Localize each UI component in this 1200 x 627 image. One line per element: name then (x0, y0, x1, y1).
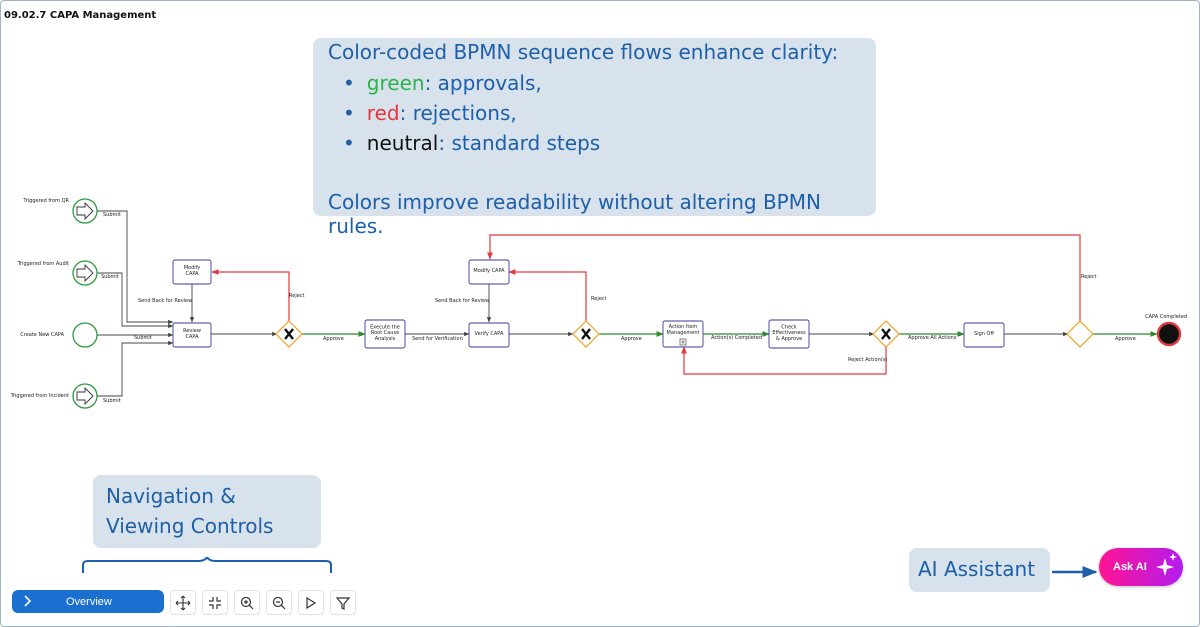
task-modify-capa-2[interactable] (468, 259, 510, 285)
pan-icon (175, 595, 191, 611)
ask-ai-button[interactable]: Ask AI (1099, 548, 1183, 586)
label-approve-all-actions: Approve All Actions (908, 335, 957, 341)
flow-reject-1 (211, 269, 290, 321)
filter-button[interactable] (330, 590, 356, 615)
red-description: : rejections, (399, 101, 517, 125)
label-send-for-verification: Send for Verification (412, 336, 463, 342)
label-submit-create: Submit (134, 335, 152, 341)
bpmn-colors-callout: Color-coded BPMN sequence flows enhance … (313, 38, 876, 238)
label-actions-completed: Action(s) Completed (711, 335, 762, 341)
green-description: : approvals, (424, 71, 542, 95)
overview-label: Overview (66, 596, 112, 608)
flow-qr-to-review (97, 210, 174, 325)
callout-item-green: green: approvals, (343, 68, 600, 98)
flow-reject-final (487, 234, 1081, 321)
callout-heading: Color-coded BPMN sequence flows enhance … (328, 40, 839, 64)
play-button[interactable] (298, 590, 324, 615)
label-approve-2: Approve (621, 336, 642, 342)
flow-reject-actions (681, 346, 887, 375)
label-triggered-audit: Triggered from Audit (17, 261, 69, 267)
task-sign-off[interactable] (963, 322, 1005, 348)
pan-button[interactable] (170, 590, 196, 615)
callout-color-list: green: approvals, red: rejections, neutr… (343, 68, 600, 158)
signal-arrow-icon (76, 386, 94, 406)
exclusive-x-icon (581, 328, 591, 340)
zoom-out-button[interactable] (266, 590, 292, 615)
overview-button[interactable]: Overview (12, 590, 164, 613)
flow-incident-to-review (97, 340, 174, 397)
label-reject-1: Reject (289, 293, 305, 299)
label-reject-2: Reject (591, 296, 607, 302)
flow-reject-2 (508, 269, 587, 321)
fit-view-button[interactable] (202, 590, 228, 615)
green-term: green (366, 71, 425, 95)
label-reject-actions: Reject Action(s) (848, 357, 887, 363)
neutral-term: neutral (366, 131, 439, 155)
navigation-callout-line1: Navigation & (106, 484, 236, 508)
task-verify-capa[interactable] (468, 322, 510, 348)
label-create-new: Create New CAPA (20, 332, 64, 338)
label-submit-incident: Submit (103, 398, 121, 404)
task-sign-off-label: Sign Off (974, 331, 994, 337)
page-title: 09.02.7 CAPA Management (4, 10, 157, 21)
end-event[interactable] (1156, 321, 1182, 347)
navigation-callout-line2: Viewing Controls (106, 514, 274, 538)
filter-icon (335, 597, 351, 610)
navigation-callout: Navigation & Viewing Controls (93, 475, 321, 548)
label-submit-qr: Submit (103, 212, 121, 218)
sparkle-icon (1156, 553, 1177, 576)
label-submit-audit: Submit (101, 274, 119, 280)
label-capa-completed: CAPA Completed (1145, 314, 1187, 320)
ask-ai-label: Ask AI (1113, 561, 1147, 573)
label-reject-final: Reject (1081, 274, 1097, 280)
signal-arrow-icon (76, 263, 94, 283)
neutral-description: : standard steps (438, 131, 601, 155)
label-approve-1: Approve (323, 336, 344, 342)
label-send-back-2: Send Back for Review (435, 298, 489, 304)
task-modify-capa-1[interactable] (172, 259, 212, 285)
ai-pointer-arrow (1052, 566, 1098, 578)
label-send-back-1: Send Back for Review (138, 298, 192, 304)
task-review-capa[interactable] (172, 322, 212, 348)
task-execute-rca[interactable] (364, 319, 406, 349)
gateway-sign-off[interactable] (1066, 320, 1094, 348)
flow-audit-to-review (97, 272, 174, 329)
start-event-create[interactable] (72, 322, 98, 348)
callout-note: Colors improve readability without alter… (328, 190, 821, 238)
label-triggered-incident: Triggered from Incident (10, 393, 69, 399)
label-triggered-qr: Triggered from QR (22, 198, 69, 204)
play-icon (306, 596, 317, 610)
zoom-out-icon (272, 596, 286, 610)
callout-item-neutral: neutral: standard steps (343, 128, 600, 158)
signal-arrow-icon (76, 201, 94, 221)
navigation-bracket (82, 557, 332, 573)
ai-assistant-label: AI Assistant (918, 557, 1036, 581)
zoom-in-button[interactable] (234, 590, 260, 615)
exclusive-x-icon (881, 328, 891, 340)
plus-icon (681, 340, 685, 344)
zoom-in-icon (240, 596, 254, 610)
label-approve-final: Approve (1115, 336, 1136, 342)
task-action-item-management[interactable] (662, 320, 704, 348)
task-check-effectiveness[interactable] (768, 319, 810, 349)
fit-view-icon (209, 597, 221, 609)
callout-item-red: red: rejections, (343, 98, 600, 128)
task-verify-capa-label: Verify CAPA (475, 331, 504, 337)
exclusive-x-icon (284, 328, 294, 340)
ai-assistant-callout: AI Assistant (909, 548, 1050, 592)
red-term: red (366, 101, 400, 125)
task-modify-capa-2-label: Modify CAPA (473, 268, 505, 274)
chevron-right-icon (24, 595, 32, 607)
